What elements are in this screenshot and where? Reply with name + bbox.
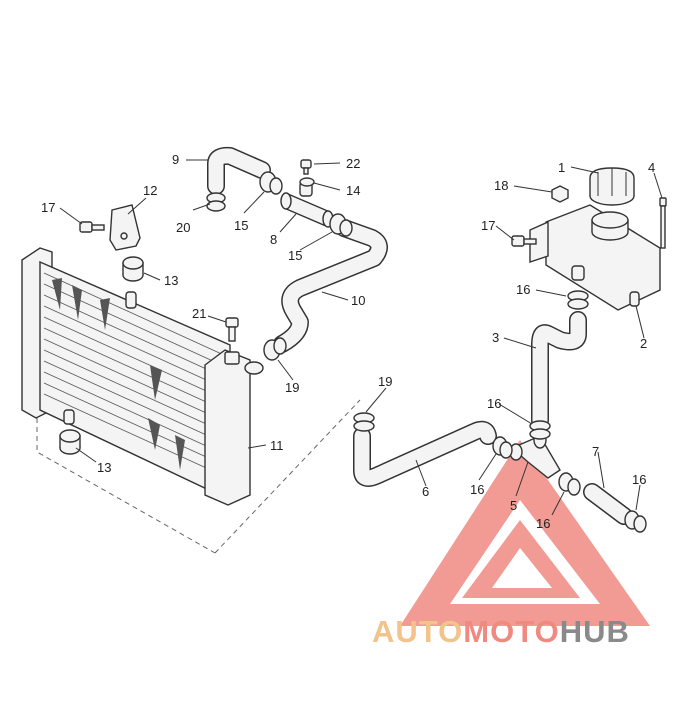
radiator-bottom-pin [63,409,75,425]
callout-17-left: 17 [41,200,55,215]
radiator-fins [43,272,227,478]
callout-3: 3 [492,330,499,345]
callout-19-right: 19 [378,374,392,389]
radiator [21,247,264,506]
tank-neck [591,211,629,241]
hose-3 [531,311,587,429]
callout-2: 2 [640,336,647,351]
clamp-16-end [624,510,647,533]
watermark-auto: AUTO [372,614,464,649]
callout-12: 12 [143,183,157,198]
callout-7: 7 [592,444,599,459]
ref-line-right [214,399,361,554]
tank-drain [629,291,640,307]
callout-21: 21 [192,306,206,321]
callout-18: 18 [494,178,508,193]
hose-10 [273,219,388,353]
clamp-16-tank [567,290,589,310]
screw-22 [300,159,312,175]
callout-16-lower: 16 [536,516,550,531]
clamp-20 [206,192,226,212]
callout-5: 5 [510,498,517,513]
ref-line-left [36,418,216,554]
callout-14: 14 [346,183,360,198]
washer-14 [299,177,315,187]
clamp-19-left [263,337,287,361]
bolt-right [511,235,537,247]
radiator-right-tank [204,349,251,506]
radiator-filler-neck [224,351,240,365]
bolt-21 [225,317,239,342]
radiator-cap [589,167,635,206]
callout-20: 20 [176,220,190,235]
clamp-16-mid [529,420,551,440]
callout-16-end: 16 [632,472,646,487]
hose-9 [207,146,271,195]
callout-11: 11 [270,438,284,453]
long-bolt [659,197,667,249]
leader-lines [59,159,663,516]
tank-outlet [571,265,585,281]
radiator-outlet-stub [244,361,264,375]
clamp-15-lower [329,213,353,237]
watermark-logo [400,440,650,626]
hose-7 [583,483,633,525]
callout-15-lower: 15 [288,248,302,263]
radiator-top-pin [125,291,137,309]
bolt-left [79,221,105,233]
clamp-16-lower [558,472,581,496]
callout-9: 9 [172,152,179,167]
callout-1: 1 [558,160,565,175]
expansion-tank [529,204,661,311]
callout-16-left: 16 [470,482,484,497]
watermark-moto: MOTO [463,614,560,649]
callout-10: 10 [351,293,365,308]
t-joint [280,181,334,228]
callout-16-mid: 16 [487,396,501,411]
callout-labels: 9 22 14 12 17 13 20 15 8 15 10 21 19 11 … [41,152,655,531]
hose-6 [353,420,497,487]
radiator-shading [52,278,185,470]
callout-6: 6 [422,484,429,499]
grommet-lower [59,429,81,455]
clamp-19-right [353,412,375,432]
grommet-upper [122,256,144,282]
watermark-text: AUTOMOTOHUB [372,614,630,650]
clamp-16-left [492,436,513,459]
reference-lines [36,399,361,554]
callout-19-left: 19 [285,380,299,395]
callout-13-upper: 13 [164,273,178,288]
callout-4: 4 [648,160,655,175]
tank-bracket [529,220,549,263]
tank-body [545,204,661,311]
logo-triangle-inner [462,520,580,598]
bracket-hole [120,232,128,240]
callout-17-right: 17 [481,218,495,233]
clamp-15-upper [259,171,283,195]
callout-8: 8 [270,232,277,247]
callout-22: 22 [346,156,360,171]
callout-15-upper: 15 [234,218,248,233]
bracket [109,204,141,251]
watermark-hub: HUB [559,614,630,649]
logo-triangle-outer [400,440,650,626]
callout-16-tank: 16 [516,282,530,297]
nut-18 [551,185,569,203]
callout-13-lower: 13 [97,460,111,475]
